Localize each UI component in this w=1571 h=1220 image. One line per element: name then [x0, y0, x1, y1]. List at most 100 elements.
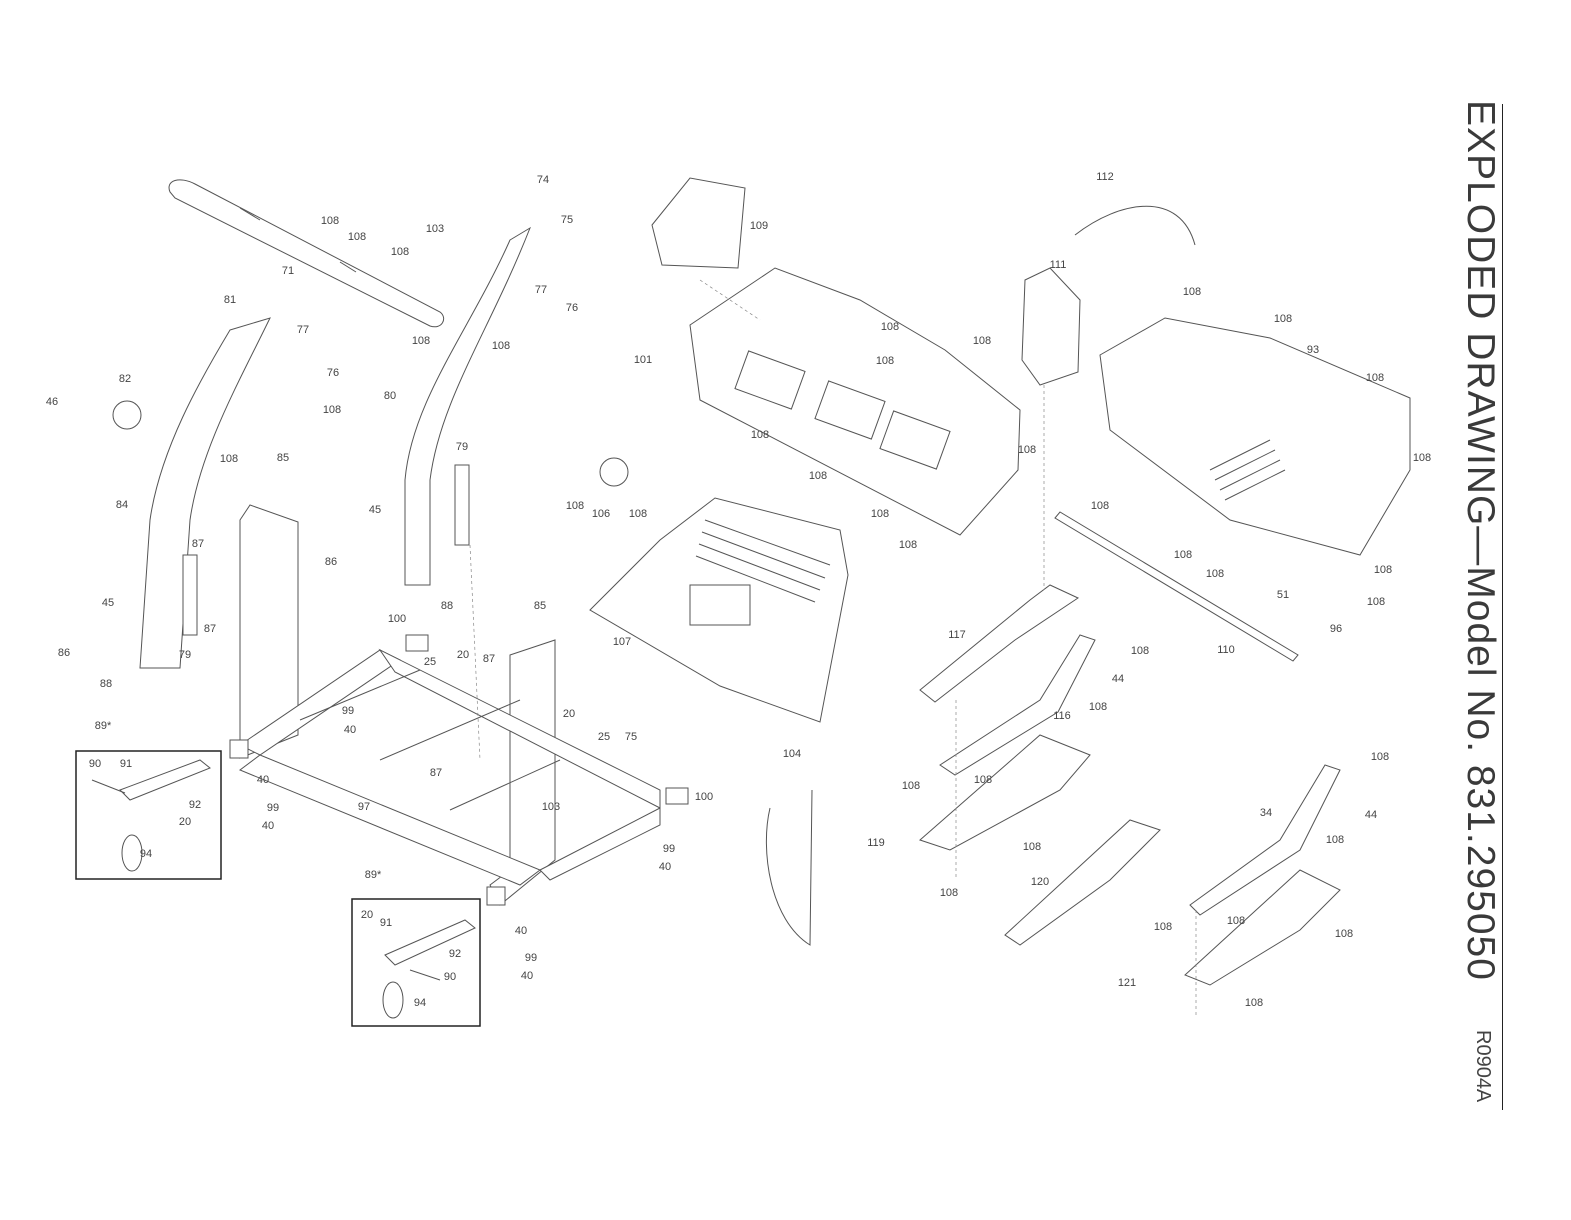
- wheel-kit-right-parts: [382, 919, 476, 1019]
- part-callout-85: 85: [534, 600, 546, 612]
- cover-120: [1004, 819, 1161, 946]
- part-callout-108: 108: [492, 340, 510, 352]
- part-callout-99: 99: [342, 705, 354, 717]
- part-callout-108: 108: [1366, 372, 1384, 384]
- part-callout-20: 20: [361, 909, 373, 921]
- rail-116: [939, 634, 1096, 776]
- part-callout-108: 108: [1245, 997, 1263, 1009]
- part-callout-108: 108: [1371, 751, 1389, 763]
- part-callout-79: 79: [456, 441, 468, 453]
- part-callout-46: 46: [46, 396, 58, 408]
- part-callout-108: 108: [1335, 928, 1353, 940]
- part-callout-120: 120: [1031, 876, 1049, 888]
- part-callout-51: 51: [1277, 589, 1289, 601]
- part-callout-81: 81: [224, 294, 236, 306]
- guide-line: [699, 279, 761, 321]
- part-callout-100: 100: [695, 791, 713, 803]
- wheel-kit-left-parts: [91, 759, 211, 872]
- guide-line: [469, 544, 481, 761]
- part-callout-71: 71: [282, 265, 294, 277]
- part-callout-108: 108: [220, 453, 238, 465]
- wire-112: [1074, 205, 1196, 246]
- part-callout-92: 92: [449, 948, 461, 960]
- part-callout-108: 108: [1089, 701, 1107, 713]
- part-callout-108: 108: [899, 539, 917, 551]
- part-callout-75: 75: [625, 731, 637, 743]
- part-callout-88: 88: [441, 600, 453, 612]
- part-callout-106: 106: [592, 508, 610, 520]
- part-callout-107: 107: [613, 636, 631, 648]
- part-callout-108: 108: [1091, 500, 1109, 512]
- part-callout-76: 76: [566, 302, 578, 314]
- part-callout-75: 75: [561, 214, 573, 226]
- part-callout-108: 108: [391, 246, 409, 258]
- drawing-title-text: EXPLODED DRAWING—Model No. 831.295050: [1459, 100, 1502, 981]
- part-callout-86: 86: [325, 556, 337, 568]
- part-callout-108: 108: [809, 470, 827, 482]
- part-callout-80: 80: [384, 390, 396, 402]
- part-callout-82: 82: [119, 373, 131, 385]
- part-callout-103: 103: [542, 801, 560, 813]
- wire-104: [765, 789, 813, 946]
- part-callout-86: 86: [58, 647, 70, 659]
- part-callout-108: 108: [1018, 444, 1036, 456]
- display-107-grille: [689, 519, 831, 626]
- part-callout-108: 108: [1227, 915, 1245, 927]
- part-callout-99: 99: [663, 843, 675, 855]
- part-callout-94: 94: [414, 997, 426, 1009]
- part-callout-87: 87: [483, 653, 495, 665]
- part-callout-108: 108: [629, 508, 647, 520]
- base-frame-97: [229, 634, 689, 906]
- part-callout-89-star: 89*: [365, 869, 382, 881]
- part-callout-119: 119: [867, 837, 885, 849]
- part-callout-92: 92: [189, 799, 201, 811]
- part-callout-40: 40: [515, 925, 527, 937]
- part-callout-79: 79: [179, 649, 191, 661]
- part-callout-89-star: 89*: [95, 720, 112, 732]
- part-callout-87: 87: [204, 623, 216, 635]
- tray-109: [651, 177, 746, 269]
- part-callout-108: 108: [321, 215, 339, 227]
- part-callout-108: 108: [1367, 596, 1385, 608]
- part-callout-40: 40: [257, 774, 269, 786]
- title-rule: [1502, 104, 1503, 1110]
- part-callout-108: 108: [973, 335, 991, 347]
- part-callout-108: 108: [1023, 841, 1041, 853]
- cover-117: [919, 584, 1080, 703]
- part-callout-40: 40: [262, 820, 274, 832]
- part-callout-87: 87: [430, 767, 442, 779]
- part-callout-108: 108: [1274, 313, 1292, 325]
- part-callout-96: 96: [1330, 623, 1342, 635]
- part-callout-121: 121: [1118, 977, 1136, 989]
- bar-110: [1054, 511, 1299, 662]
- part-callout-108: 108: [412, 335, 430, 347]
- part-callout-103: 103: [426, 223, 444, 235]
- part-callout-112: 112: [1096, 171, 1114, 183]
- part-callout-93: 93: [1307, 344, 1319, 356]
- part-callout-85: 85: [277, 452, 289, 464]
- part-callout-108: 108: [881, 321, 899, 333]
- part-callout-45: 45: [369, 504, 381, 516]
- console-93-grille: [1209, 439, 1286, 501]
- part-callout-108: 108: [1131, 645, 1149, 657]
- part-callout-45: 45: [102, 597, 114, 609]
- part-callout-108: 108: [902, 780, 920, 792]
- part-callout-20: 20: [563, 708, 575, 720]
- part-callout-25: 25: [424, 656, 436, 668]
- part-callout-40: 40: [344, 724, 356, 736]
- part-callout-110: 110: [1217, 644, 1235, 656]
- part-callout-44: 44: [1365, 809, 1377, 821]
- drawing-code-text: R0904A: [1472, 1030, 1494, 1103]
- part-callout-108: 108: [348, 231, 366, 243]
- part-callout-108: 108: [566, 500, 584, 512]
- part-callout-99: 99: [267, 802, 279, 814]
- tray-111: [1021, 267, 1081, 386]
- part-callout-20: 20: [179, 816, 191, 828]
- part-callout-87: 87: [192, 538, 204, 550]
- part-callout-91: 91: [120, 758, 132, 770]
- part-callout-108: 108: [1206, 568, 1224, 580]
- part-callout-108: 108: [974, 774, 992, 786]
- part-callout-40: 40: [659, 861, 671, 873]
- part-callout-25: 25: [598, 731, 610, 743]
